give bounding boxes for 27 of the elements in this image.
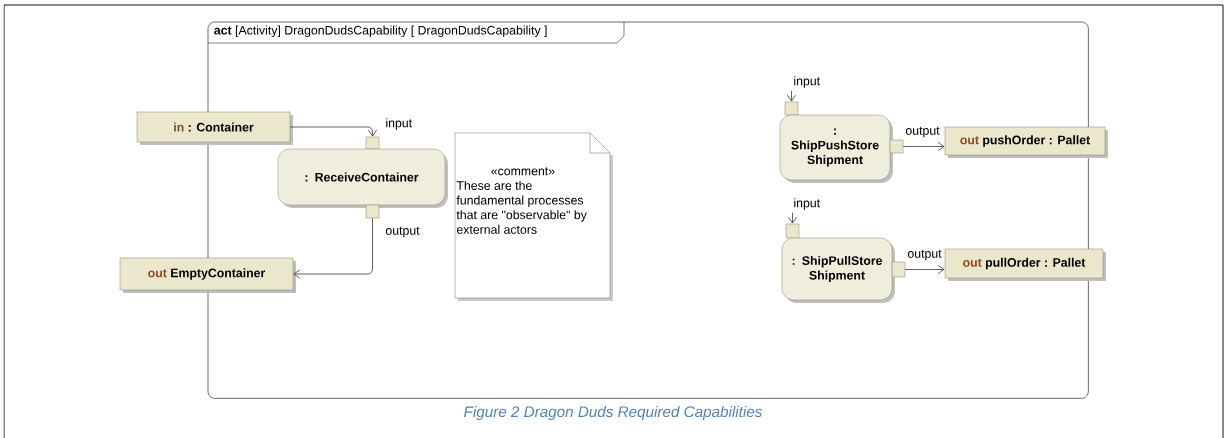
pin-box [365,136,380,150]
action-box: : ShipPullStore Shipment [781,237,895,303]
arrow [904,265,945,274]
arrow [787,90,796,102]
pin-label: input [794,76,820,88]
pin-label: input [794,198,820,210]
comment-note: «comment» These are the fundamental processes that are "observable" by external actors [454,132,613,301]
action-box: : ReceiveContainer [277,148,448,208]
pin-label: output [905,126,940,138]
parameter-box: out EmptyContainer [119,257,296,293]
arrow [902,142,945,151]
parameter-box: out pullOrder : Pallet [944,248,1106,281]
pin-box [785,223,800,239]
parameter-box: out pushOrder : Pallet [944,126,1108,158]
pin-box [889,139,904,154]
pin-box [891,261,906,278]
caption: Figure 2 Dragon Duds Required Capabilities [464,405,763,421]
pin-box [365,204,380,219]
pin-label: output [385,226,420,238]
parameter-box: in : Container [136,111,293,145]
pin-label: input [386,118,412,130]
arrow [293,217,373,279]
action-box: : ShipPushStore Shipment [779,114,893,183]
pin-box [784,101,799,116]
pin-label: output [907,249,942,261]
arrow [289,126,378,137]
arrow [788,212,797,224]
